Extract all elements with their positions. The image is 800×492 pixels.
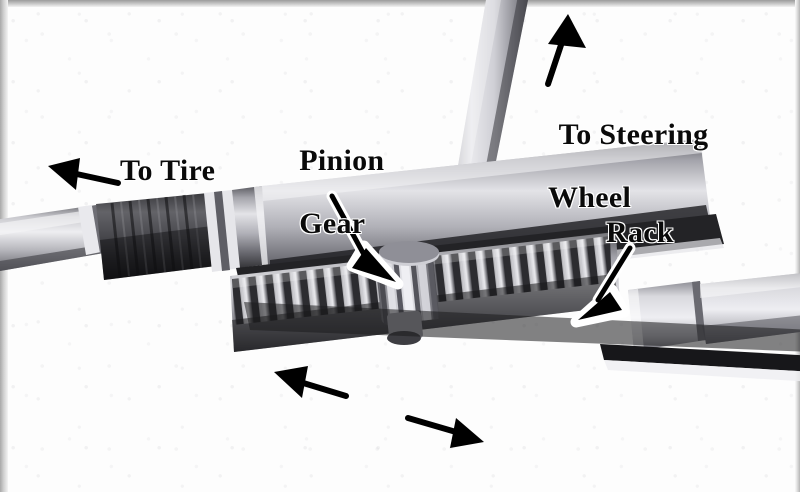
photo-edge-top — [0, 0, 800, 7]
label-to-steering-wheel-line2: Wheel — [548, 180, 632, 214]
label-rack: Rack — [606, 216, 674, 249]
label-pinion-gear-line1: Pinion — [299, 144, 385, 178]
arrow-to-steering-wheel — [545, 14, 586, 87]
outer-tie-rod-shaft — [0, 205, 107, 271]
label-to-tire: To Tire — [120, 154, 216, 187]
label-to-steering-wheel: To Steering Wheel — [528, 88, 708, 275]
label-pinion-gear: Pinion Gear — [268, 114, 384, 270]
pinion-gear — [374, 241, 440, 345]
photo-edge-right — [795, 0, 800, 492]
arrow-to-tire — [48, 158, 121, 190]
assembly-lower-shadow — [244, 302, 800, 382]
label-pinion-gear-line2: Gear — [299, 206, 366, 240]
label-to-steering-wheel-line1: To Steering — [558, 118, 709, 152]
rubber-bellows-boot — [96, 193, 216, 280]
motion-arrow-left — [274, 366, 349, 399]
arrow-rack — [570, 242, 636, 328]
arrow-pinion-gear — [326, 190, 404, 290]
motion-arrow-right — [405, 415, 484, 448]
